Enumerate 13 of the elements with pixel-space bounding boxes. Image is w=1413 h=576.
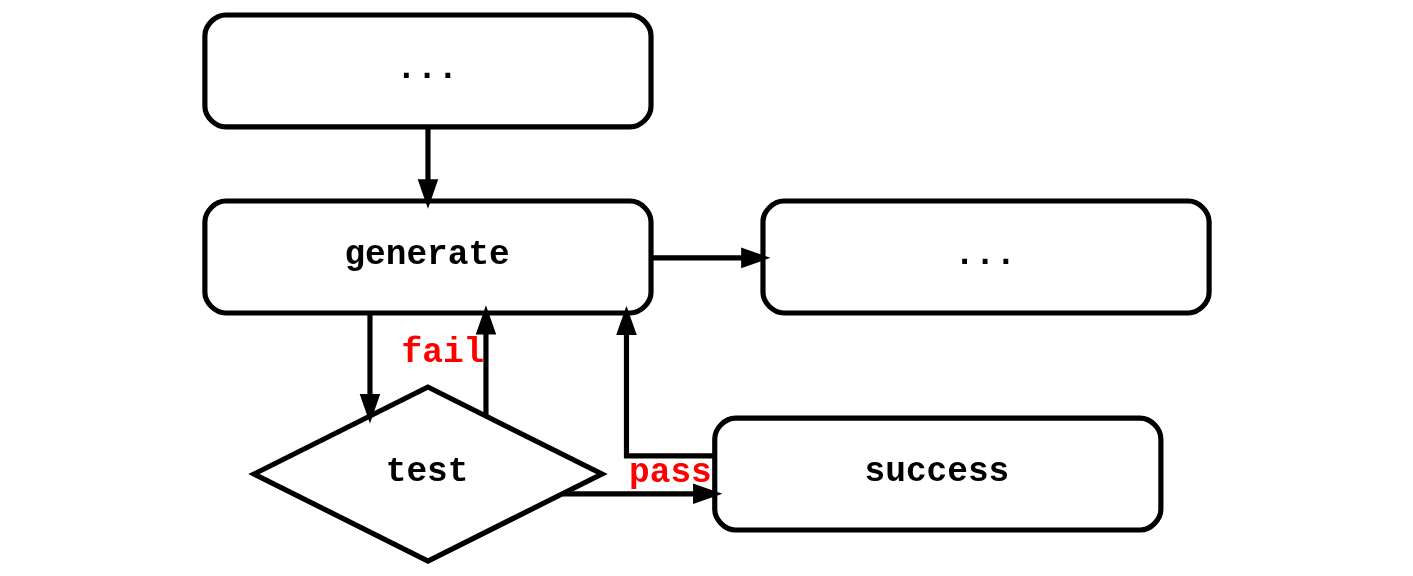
- arrow: [615, 305, 714, 459]
- arrow: [417, 127, 438, 209]
- edge-label: pass: [628, 452, 712, 492]
- node-box: ...: [201, 12, 654, 130]
- node-box: ...: [759, 198, 1212, 316]
- arrow: [359, 313, 380, 424]
- node-diamond: test: [247, 384, 608, 564]
- node-box: generate: [201, 198, 654, 316]
- arrow: [475, 305, 496, 416]
- arrow: [651, 247, 770, 269]
- node-box: success: [711, 415, 1163, 533]
- edge-label: fail: [401, 332, 484, 372]
- arrow: [562, 483, 722, 505]
